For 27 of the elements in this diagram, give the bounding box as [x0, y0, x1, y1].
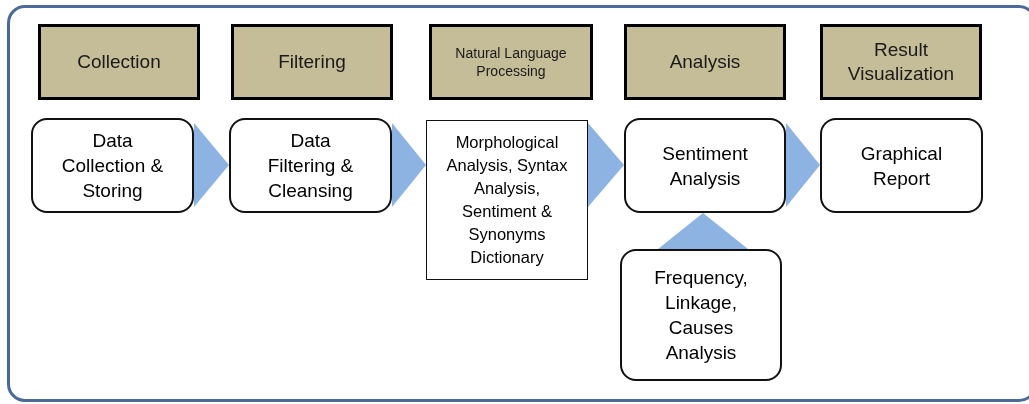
node-label: Frequency, Linkage, Causes Analysis [653, 266, 749, 365]
chevron-arrow [786, 123, 820, 207]
stage-header [231, 24, 393, 100]
process-box [620, 249, 782, 381]
node-label: Sentiment Analysis [661, 141, 749, 191]
node-label: Collection [77, 50, 161, 74]
node-label: Data Filtering & Cleansing [266, 129, 355, 203]
chevron-arrow [392, 123, 426, 207]
process-box [229, 118, 392, 213]
node-label: Graphical Report [859, 141, 944, 191]
node-label: Result Visualization [846, 38, 956, 86]
stage-header [38, 24, 200, 100]
stage-header [429, 24, 593, 100]
node-label: Filtering [278, 50, 346, 74]
process-box [624, 118, 786, 213]
chevron-arrow [658, 213, 748, 249]
process-box [426, 120, 588, 280]
process-box [820, 118, 983, 213]
chevron-arrow [588, 123, 624, 207]
stage-header [820, 24, 982, 100]
stage-header [624, 24, 786, 100]
node-label: Natural Language Processing [454, 44, 568, 80]
node-label: Data Collection & Storing [60, 129, 165, 203]
node-label: Morphological Analysis, Syntax Analysis, Sentiment & Synonyms Dictionary [445, 132, 569, 268]
chevron-arrow [194, 123, 229, 207]
node-label: Analysis [669, 50, 741, 74]
process-box [31, 118, 194, 213]
